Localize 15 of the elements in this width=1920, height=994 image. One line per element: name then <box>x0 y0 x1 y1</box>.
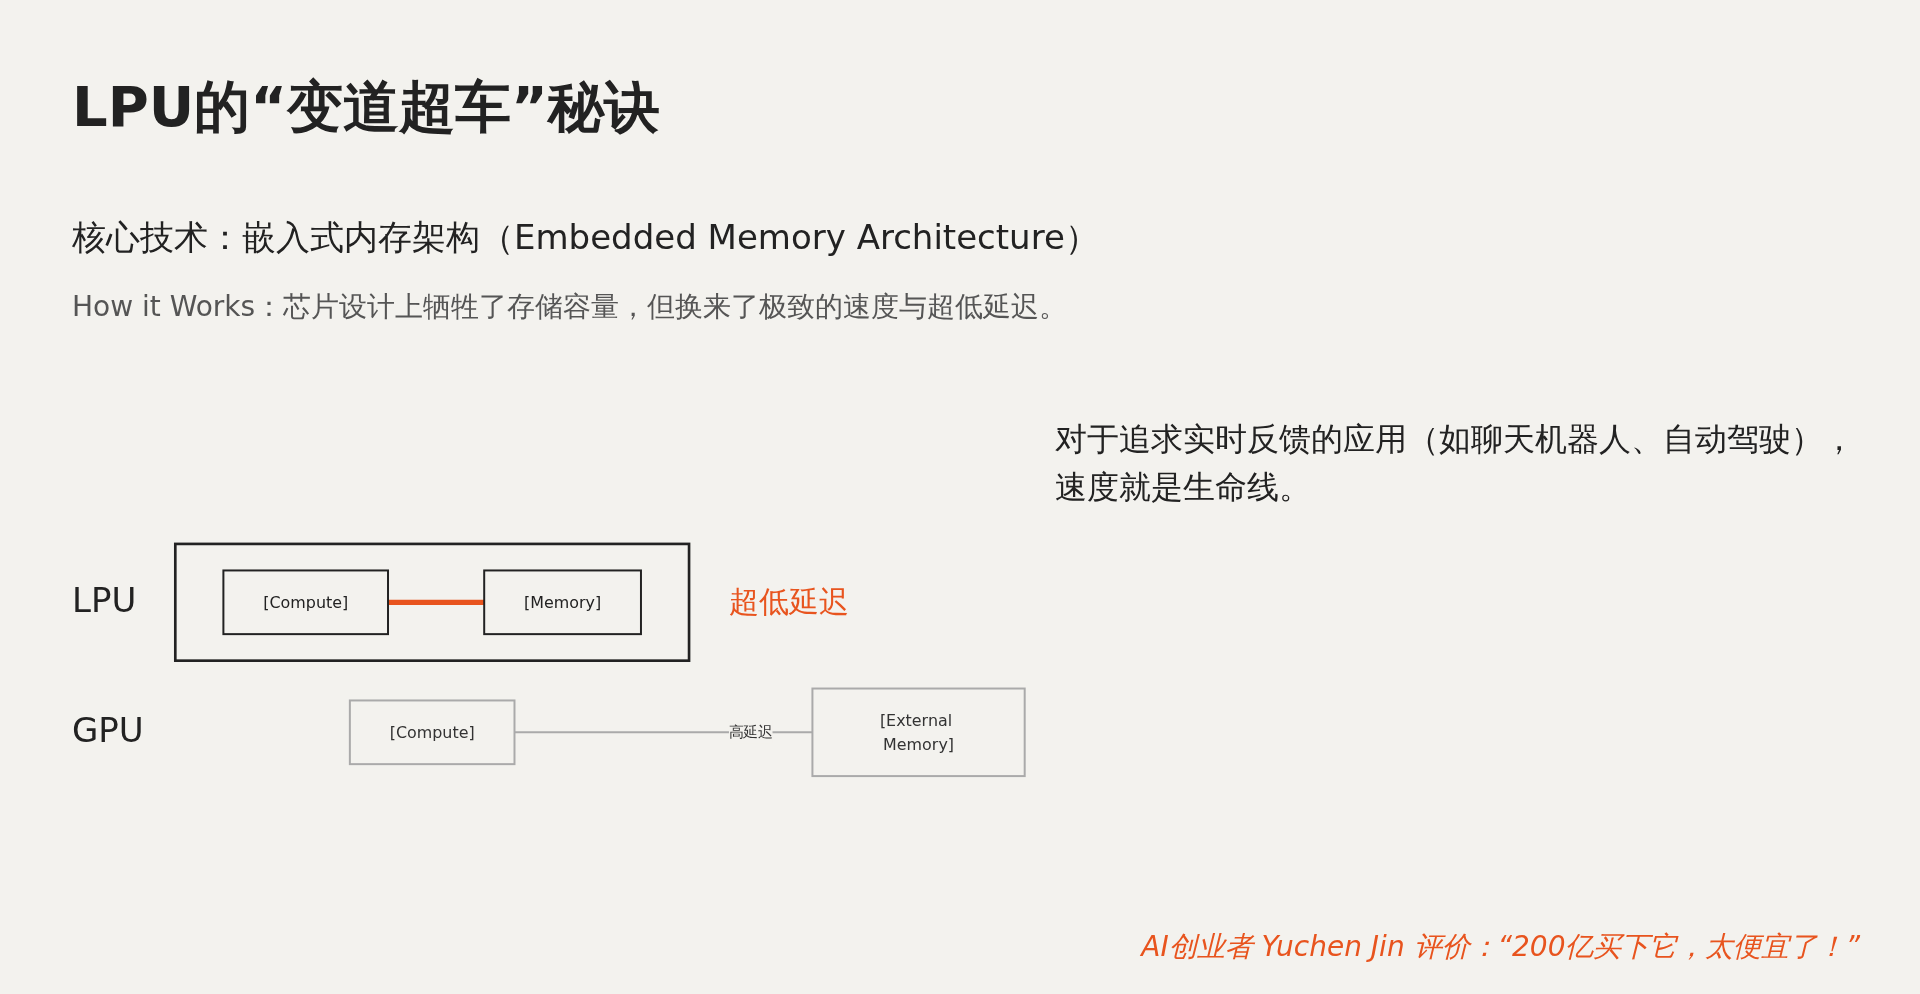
text-line: 核心技术：嵌入式内存架构（Embedded Memory Architecture） <box>72 216 1099 259</box>
text-line: How it Works：芯片设计上牺牲了存储容量，但换来了极致的速度与超低延迟。 <box>72 289 1068 325</box>
edge-label: 高延迟 <box>728 724 773 741</box>
connector <box>388 599 485 605</box>
node-box: [Compute] <box>348 699 516 766</box>
quote-text: AI创业者 Yuchen Jin 评价：“200亿买下它，太便宜了！” <box>1141 929 1860 965</box>
node-box: [Compute] <box>222 569 389 636</box>
row-label: LPU <box>72 580 137 621</box>
text-line: 对于追求实时反馈的应用（如聊天机器人、自动驾驶），速度就是生命线。 <box>1055 419 1855 508</box>
node-box: [External Memory] <box>811 687 1026 778</box>
latency-label: 超低延迟 <box>729 583 850 622</box>
row-label: GPU <box>72 710 144 751</box>
title: LPU的“变道超车”秘诀 <box>72 73 660 141</box>
node-box: [Memory] <box>483 569 642 636</box>
cluster <box>174 542 691 662</box>
